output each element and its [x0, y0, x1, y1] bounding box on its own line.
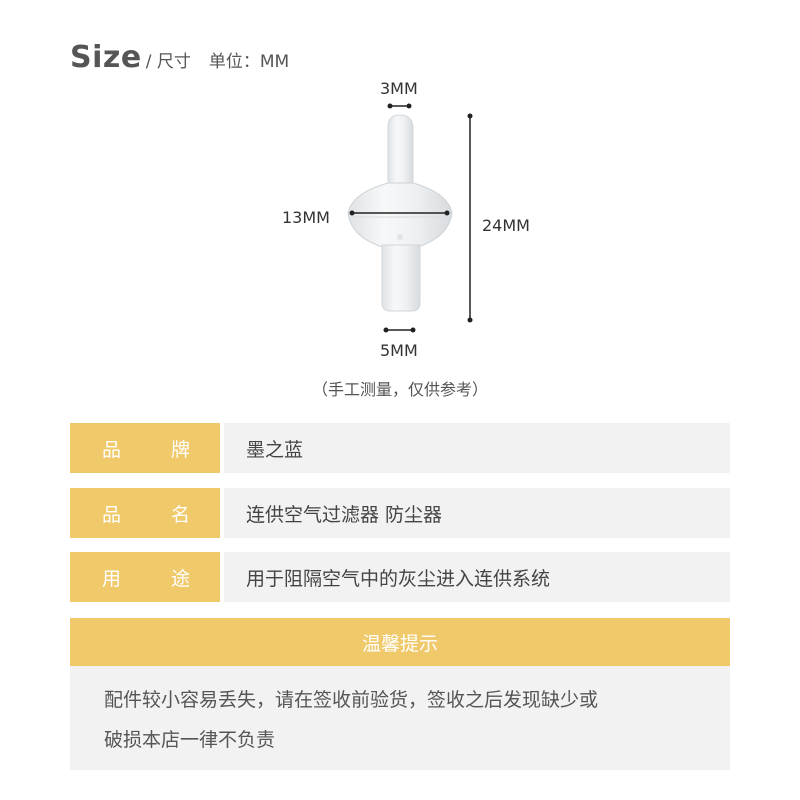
size-title: Size	[70, 40, 142, 75]
spec-label-char: 牌	[170, 438, 190, 461]
dimension-top-label: 3MM	[380, 79, 418, 98]
dimension-bottom-line	[383, 327, 416, 333]
spec-row-use: 用 途 用于阻隔空气中的灰尘进入连供系统	[70, 552, 730, 602]
spec-label-char: 名	[170, 503, 190, 526]
spec-value: 连供空气过滤器 防尘器	[224, 488, 730, 538]
spec-value: 墨之蓝	[224, 423, 730, 473]
tips-body: 配件较小容易丢失，请在签收前验货，签收之后发现缺少或 破损本店一律不负责	[70, 666, 730, 770]
spec-label-char: 品	[102, 438, 122, 461]
dimension-height-label: 24MM	[482, 216, 530, 235]
dimension-width-label: 13MM	[282, 208, 330, 227]
dimension-height-line	[467, 113, 473, 323]
product-image	[347, 103, 473, 333]
dimension-bottom-label: 5MM	[380, 341, 418, 360]
spec-row-name: 品 名 连供空气过滤器 防尘器	[70, 488, 730, 538]
spec-label: 用 途	[70, 552, 220, 602]
tips-line: 破损本店一律不负责	[104, 729, 276, 751]
spec-label: 品 牌	[70, 423, 220, 473]
product-dimension-figure: 3MM 13MM 24MM 5MM	[260, 75, 560, 375]
dimension-top-line	[387, 103, 412, 109]
spec-row-brand: 品 牌 墨之蓝	[70, 423, 730, 473]
spec-label: 品 名	[70, 488, 220, 538]
dimension-width-line	[349, 210, 450, 216]
spec-label-char: 途	[170, 567, 190, 590]
spec-value: 用于阻隔空气中的灰尘进入连供系统	[224, 552, 730, 602]
tips-line: 配件较小容易丢失，请在签收前验货，签收之后发现缺少或	[104, 689, 599, 711]
size-header: Size / 尺寸 单位：MM	[70, 40, 289, 75]
size-subtitle: / 尺寸	[145, 52, 191, 72]
spec-label-char: 品	[102, 503, 122, 526]
measurement-note: （手工测量，仅供参考）	[311, 380, 488, 399]
tips-title: 温馨提示	[70, 618, 730, 666]
unit-label: 单位：MM	[208, 52, 290, 72]
spec-label-char: 用	[102, 567, 122, 590]
